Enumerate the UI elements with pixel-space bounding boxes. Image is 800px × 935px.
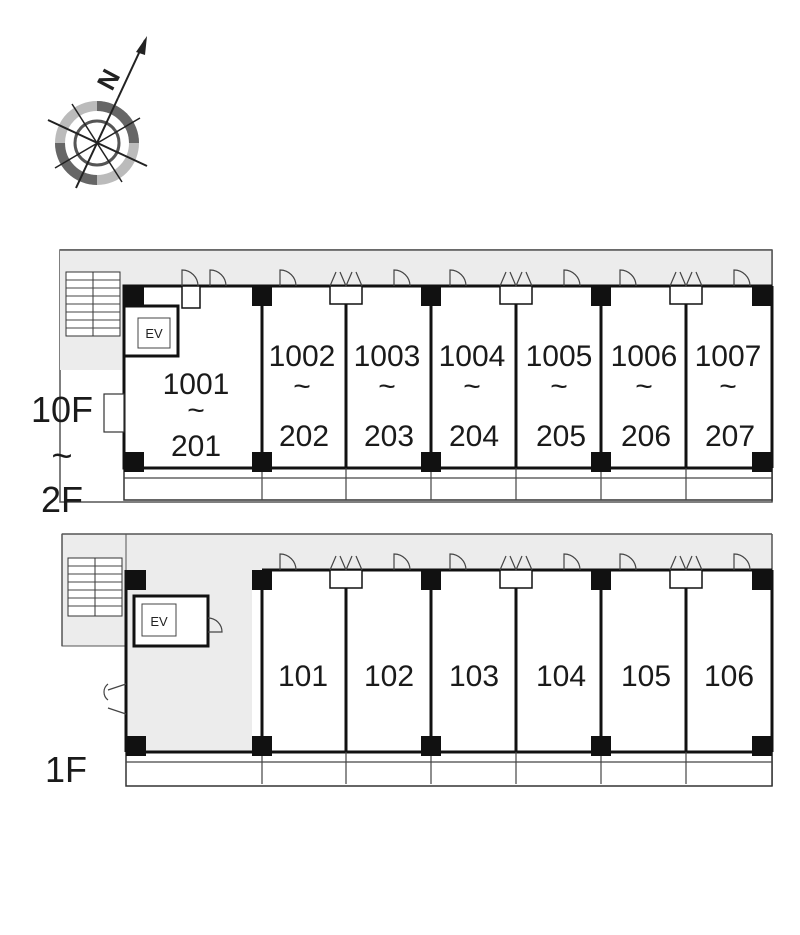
upper-unit-labels: 1001 ~ 201 1002 ~ 202 1003 ~ 203 1004 ~ … [163,340,762,463]
unit-label-bottom: 205 [536,420,586,453]
unit-label: 106 [704,660,754,693]
unit-label-bottom: 201 [171,430,221,463]
unit-label: 101 [278,660,328,693]
unit-label-mid: ~ [187,394,205,427]
unit-label-bottom: 202 [279,420,329,453]
unit-label-top: 1002 [269,340,336,373]
unit-label-mid: ~ [550,370,568,403]
unit-label-mid: ~ [463,370,481,403]
ground-elevator-label: EV [150,614,168,629]
upper-elevator-label: EV [145,326,163,341]
upper-stairs [65,271,121,337]
upper-corridor [60,250,772,286]
ground-floor-plan: EV [45,533,774,790]
upper-floor-plan: EV [31,249,774,520]
unit-label-top: 1006 [611,340,678,373]
unit-label-mid: ~ [378,370,396,403]
unit-label-bottom: 207 [705,420,755,453]
ground-unit-labels: 101 102 103 104 105 106 [278,660,754,693]
floor-label-upper-top: 10F [31,389,93,430]
unit-label: 104 [536,660,586,693]
ground-stairs [67,557,123,617]
unit-label-top: 1001 [163,368,230,401]
ground-unit-walls [260,568,774,754]
upper-unit-walls [260,284,774,470]
unit-label-bottom: 204 [449,420,499,453]
unit-label-mid: ~ [293,370,311,403]
compass-rose-icon [47,36,148,189]
upper-doors [181,269,751,287]
upper-balcony [123,467,773,501]
unit-label-mid: ~ [719,370,737,403]
ground-balcony [125,751,773,787]
unit-label-top: 1003 [354,340,421,373]
unit-label: 105 [621,660,671,693]
ground-doors [279,553,751,571]
unit-label-top: 1004 [439,340,506,373]
floor-label-upper-mid: ~ [51,435,72,476]
unit-label: 103 [449,660,499,693]
unit-label: 102 [364,660,414,693]
floor-label-upper-bottom: 2F [41,479,83,520]
unit-label-mid: ~ [635,370,653,403]
unit-label-top: 1007 [695,340,762,373]
unit-label-bottom: 203 [364,420,414,453]
ground-columns [126,570,772,756]
unit-label-top: 1005 [526,340,593,373]
floor-label-ground: 1F [45,749,87,790]
unit-label-bottom: 206 [621,420,671,453]
upper-columns [124,286,772,472]
